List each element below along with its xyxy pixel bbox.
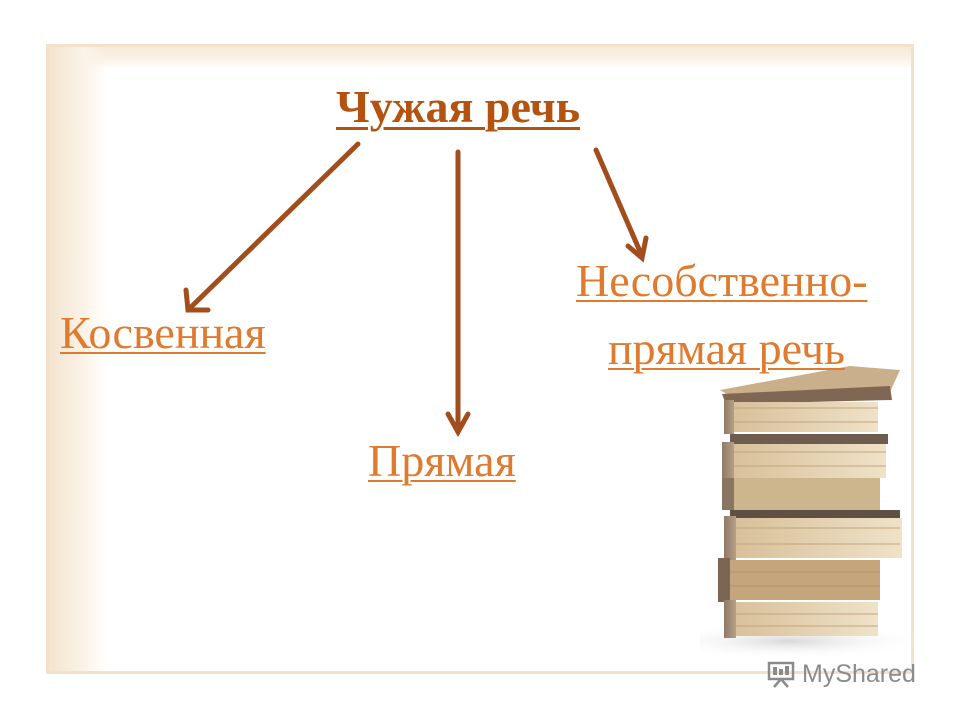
watermark: MyShared: [766, 656, 916, 692]
books-stack-image: [700, 366, 920, 656]
watermark-text: MyShared: [802, 659, 916, 688]
node-improper-direct-link-line2[interactable]: прямая речь: [608, 323, 846, 374]
node-direct-link[interactable]: Прямая: [368, 435, 516, 486]
presentation-icon: [767, 661, 795, 688]
slide-decor-strip: [49, 47, 107, 671]
node-improper-direct-link-line1[interactable]: Несобственно-: [576, 255, 868, 306]
diagram-title-link[interactable]: Чужая речь: [336, 81, 581, 132]
node-indirect-link[interactable]: Косвенная: [60, 307, 266, 358]
